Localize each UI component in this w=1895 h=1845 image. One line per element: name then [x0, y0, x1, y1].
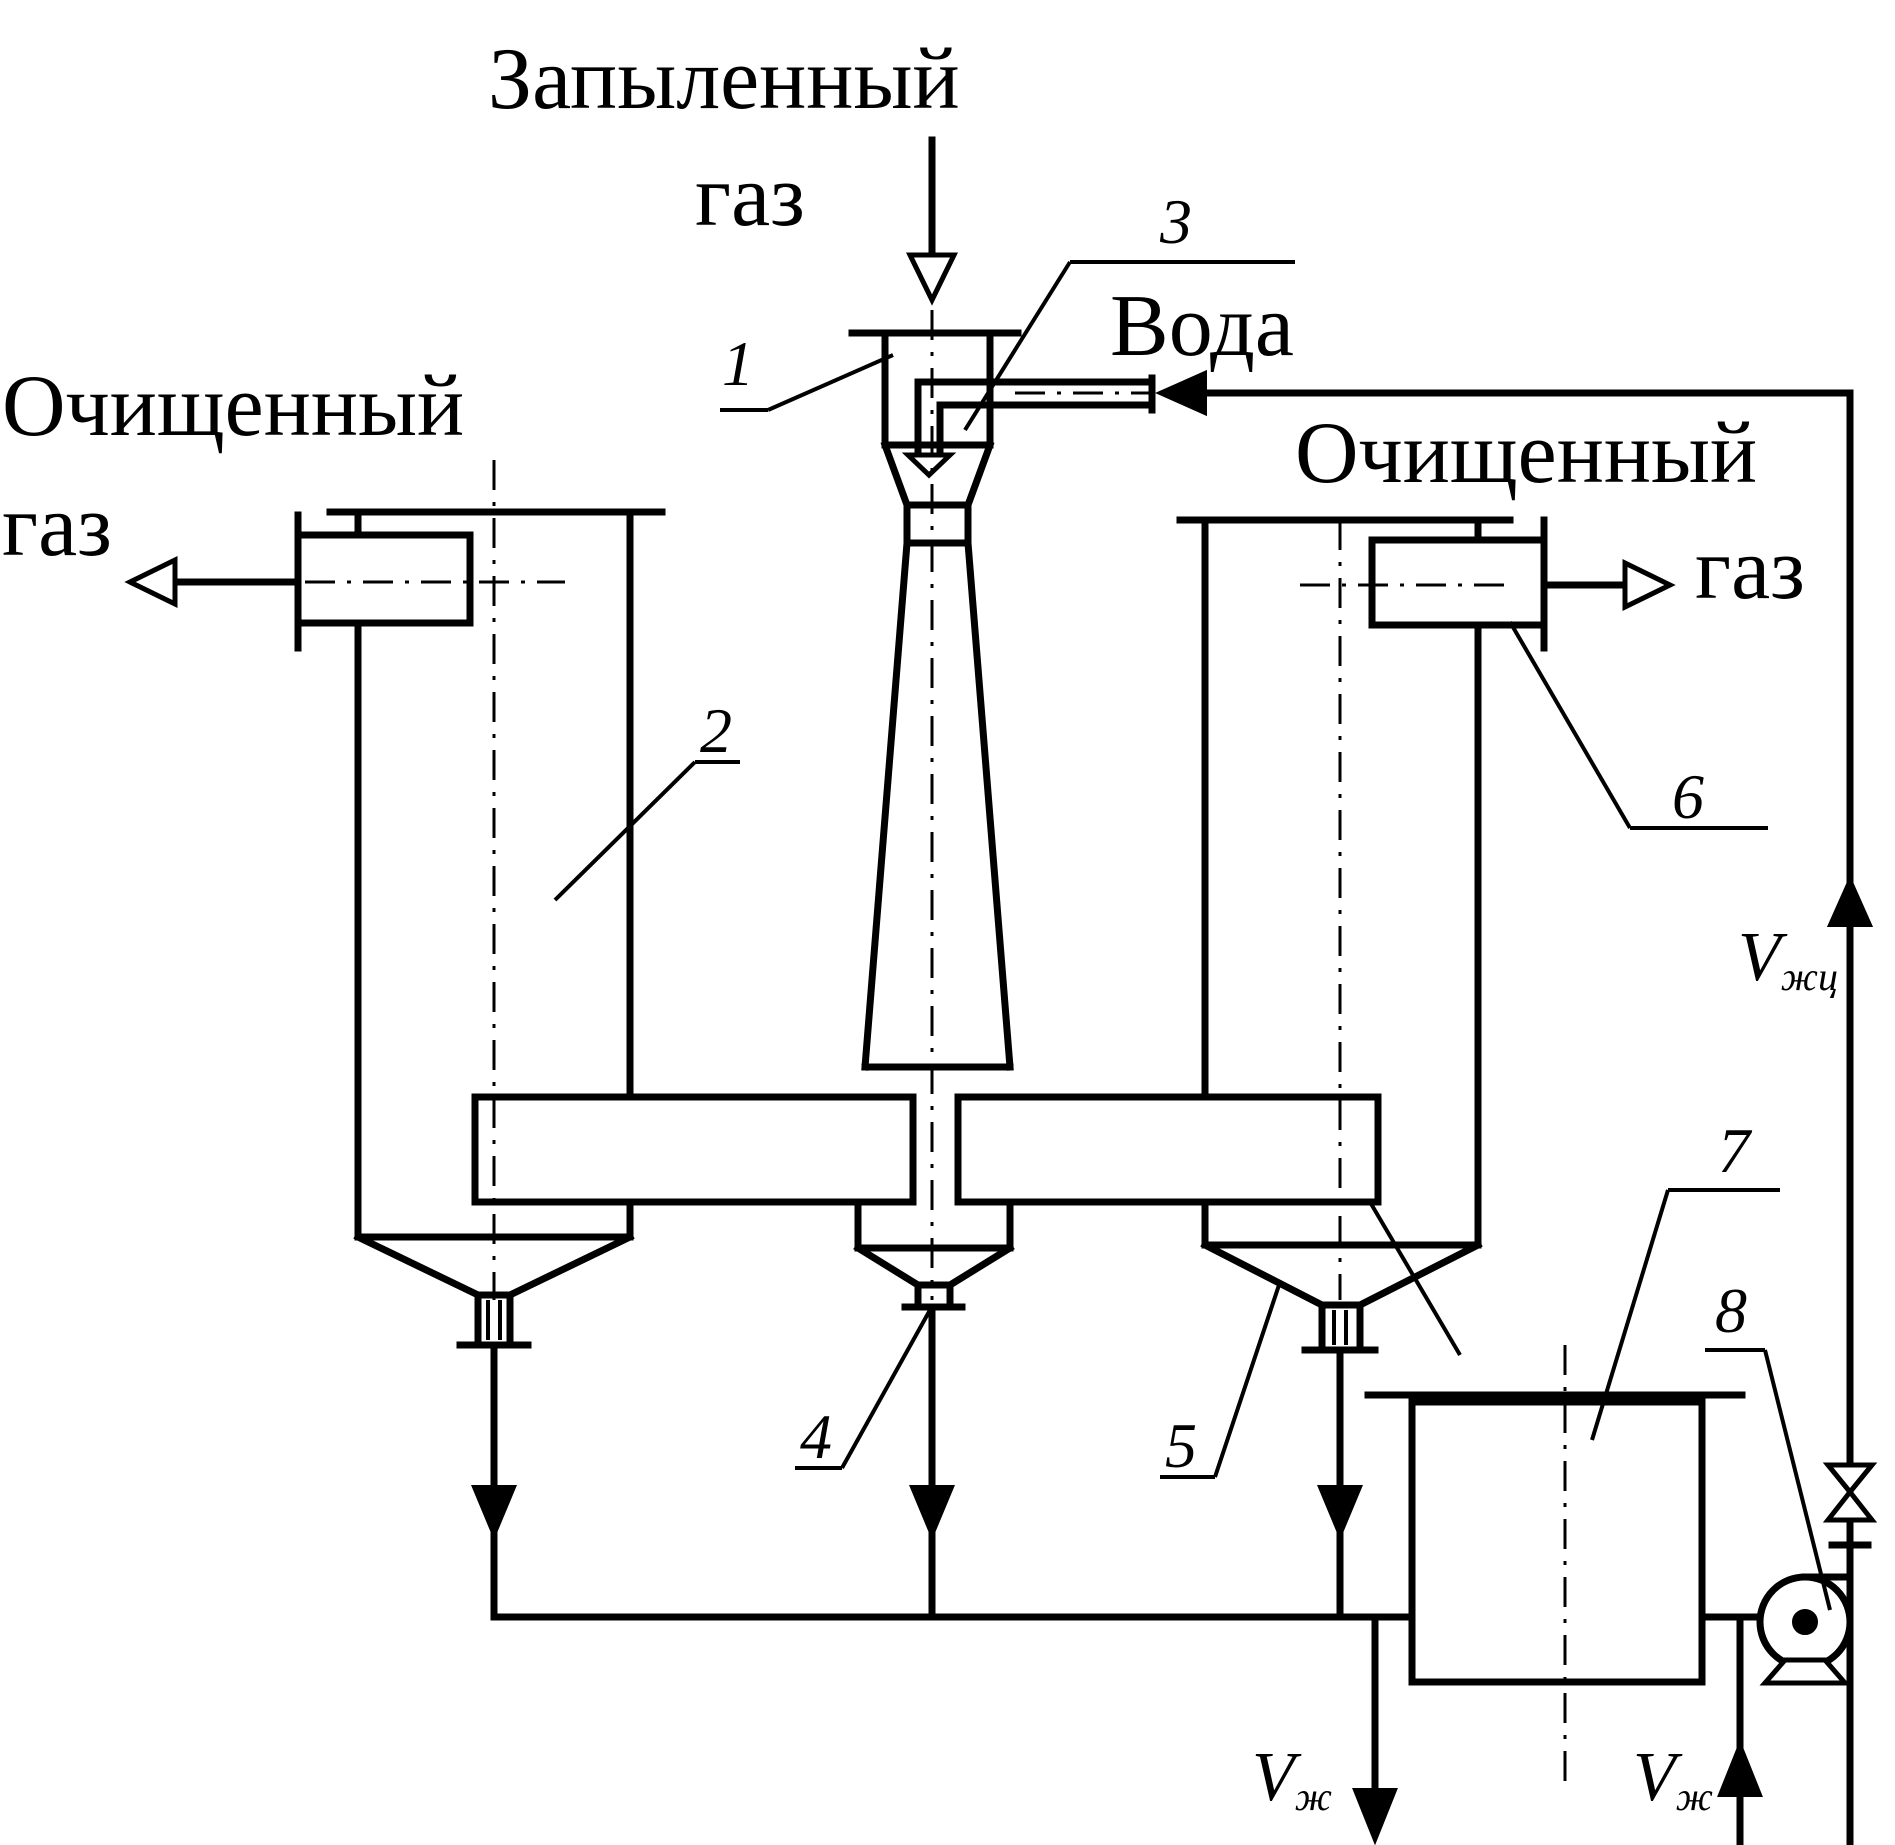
flow-in-sub: ж	[1676, 1774, 1713, 1819]
right-gas-outlet	[1368, 516, 1676, 652]
flow-recirc-label: Vжц	[1738, 919, 1838, 999]
axis-lines	[305, 310, 1567, 1790]
left-gas-outlet	[124, 511, 474, 652]
left-connecting-duct	[471, 1093, 917, 1206]
label-2: 2	[700, 695, 732, 766]
inlet-label-line1: Запыленный	[488, 31, 960, 128]
flow-out-v: V	[1252, 1739, 1302, 1816]
flow-recirc-v: V	[1738, 919, 1788, 996]
label-5: 5	[1165, 1410, 1197, 1481]
valve	[1822, 1462, 1878, 1549]
venturi-head	[848, 329, 1022, 1071]
settling-tank	[1364, 1391, 1746, 1686]
label-3: 3	[1159, 186, 1192, 257]
flow-in-v: V	[1633, 1739, 1683, 1816]
leader-lines	[553, 260, 1832, 1611]
water-label: Вода	[1110, 278, 1294, 375]
inlet-arrow	[905, 136, 959, 306]
clean-gas-right-line1: Очищенный	[1295, 405, 1757, 502]
left-separator	[326, 508, 666, 1349]
label-6: 6	[1672, 761, 1704, 832]
right-connecting-duct	[954, 1093, 1382, 1206]
right-separator	[1176, 516, 1514, 1354]
pump-suction	[1698, 1613, 1769, 1845]
clean-gas-left-line2: газ	[2, 478, 112, 575]
clean-gas-left-line1: Очищенный	[2, 358, 464, 455]
flow-in-label: Vж	[1633, 1739, 1713, 1819]
flow-recirc-sub: жц	[1781, 954, 1838, 999]
pump	[1756, 1573, 1854, 1686]
drain-lines	[471, 1306, 1416, 1621]
label-7: 7	[1718, 1115, 1753, 1186]
label-4: 4	[800, 1401, 832, 1472]
flow-out-sub: ж	[1295, 1774, 1332, 1819]
venturi-bottom	[853, 1198, 1015, 1311]
clean-gas-right-line2: газ	[1695, 521, 1805, 618]
label-8: 8	[1715, 1275, 1747, 1346]
flow-out-label: Vж	[1252, 1739, 1332, 1819]
water-nozzle	[901, 369, 1207, 479]
liquid-outlet	[1352, 1613, 1398, 1845]
label-1: 1	[722, 328, 754, 399]
inlet-label-line2: газ	[695, 148, 805, 245]
